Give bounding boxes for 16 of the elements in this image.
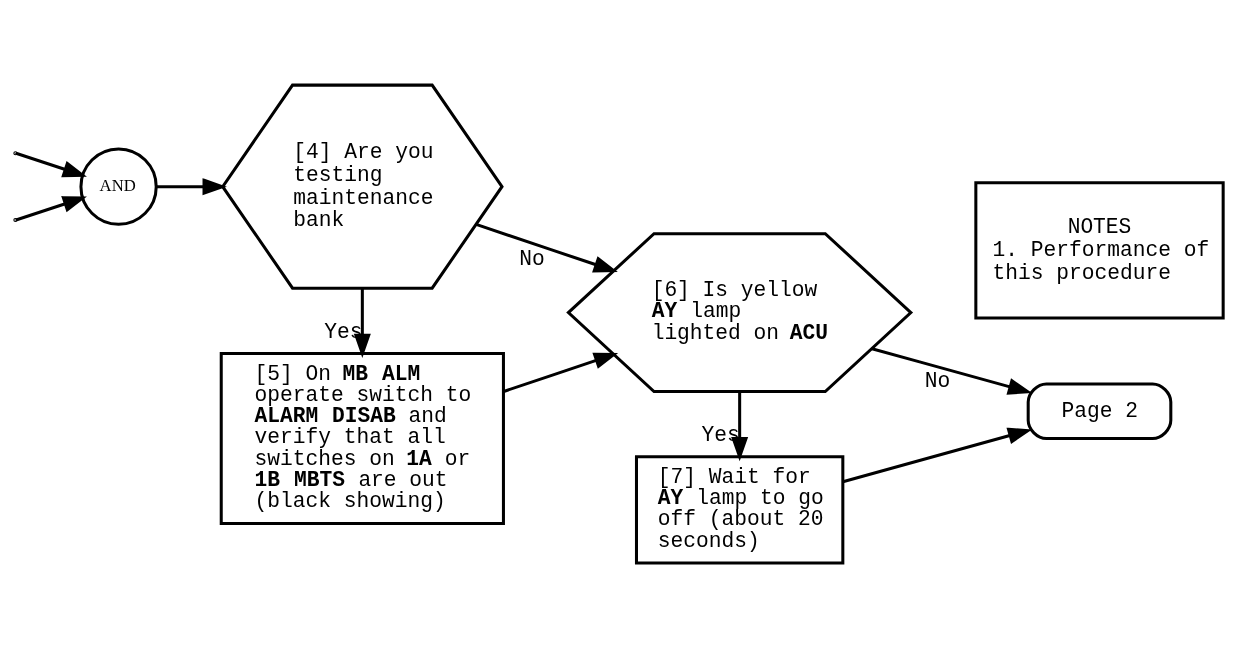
node-box: NOTES 1. Performance of this procedure xyxy=(974,180,1225,319)
node-box: Page 2 xyxy=(1026,381,1173,440)
arrow xyxy=(15,195,87,221)
arrow xyxy=(503,352,619,393)
arrow xyxy=(475,222,618,272)
node-circle: AND xyxy=(79,147,158,226)
node-box: [5] On MB ALM operate switch to ALARM DISAB and verify that all switches on 1A or 1B MBTS are out (black showing) xyxy=(219,351,505,525)
arrow xyxy=(731,391,749,461)
arrow xyxy=(15,151,87,177)
node-box: [7] Wait for AY lamp to go off (about 20 seconds) xyxy=(634,454,845,564)
edge-label: No xyxy=(519,246,545,271)
arrow xyxy=(871,346,1033,395)
arrow xyxy=(353,287,371,358)
edge-label: No xyxy=(924,368,951,393)
arrow xyxy=(842,427,1033,483)
arrow xyxy=(156,177,227,195)
